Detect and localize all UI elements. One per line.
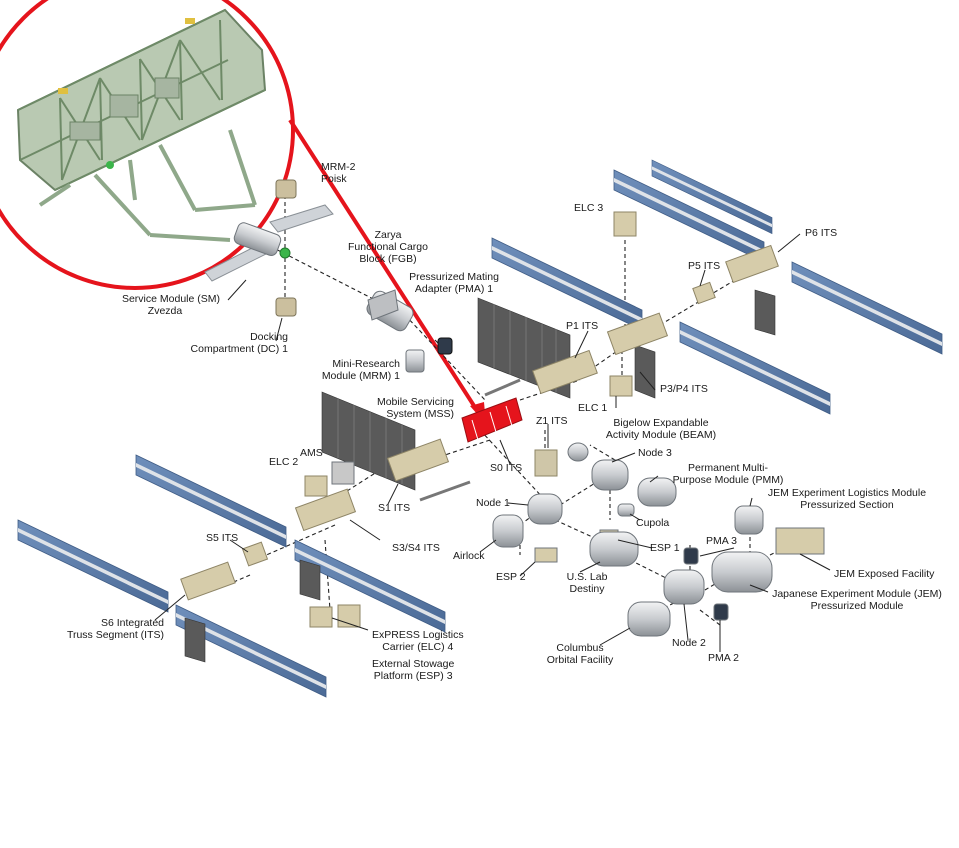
label-s3s4: S3/S4 ITS — [392, 542, 440, 554]
pma3-body — [683, 547, 699, 565]
zoom-pointer-line — [288, 118, 480, 414]
s3s4-truss — [294, 488, 357, 532]
dc1-body — [275, 297, 297, 317]
label-pmm: Permanent Multi-Purpose Module (PMM) — [672, 462, 784, 486]
s1-truss — [386, 438, 450, 482]
zoom-circle — [0, 0, 295, 290]
label-s0: S0 ITS — [490, 462, 523, 474]
p3p4-truss — [606, 312, 669, 356]
label-jem-pm: Japanese Experiment Module (JEM)Pressuri… — [772, 588, 942, 612]
s0-truss-highlight — [461, 397, 523, 443]
lab-body — [589, 531, 639, 567]
label-airlock: Airlock — [453, 550, 485, 562]
label-elc1: ELC 1 — [578, 402, 608, 414]
node2-body — [663, 569, 705, 605]
cupola-body — [617, 503, 635, 517]
elc2-body — [304, 475, 328, 497]
p1-truss — [532, 349, 598, 395]
label-node2: Node 2 — [672, 637, 706, 649]
service-module-body — [233, 222, 282, 257]
s6-radiator — [184, 617, 206, 663]
p6-truss — [725, 244, 779, 284]
node3-body — [591, 459, 629, 491]
label-s5: S5 ITS — [206, 532, 239, 544]
esp2-body — [534, 547, 558, 563]
truss-segments — [180, 211, 779, 628]
pma2-body — [713, 603, 729, 621]
beam-body — [567, 442, 589, 462]
label-pma2: PMA 2 — [708, 652, 739, 664]
label-node1: Node 1 — [476, 497, 510, 509]
leader-lines — [154, 233, 831, 652]
label-elc2: ELC 2 — [269, 456, 299, 468]
label-esp1: ESP 1 — [650, 542, 680, 554]
airlock-body — [492, 514, 524, 548]
p5-truss — [692, 281, 716, 305]
sm-solar-array-right — [269, 204, 334, 233]
elc4-body — [309, 606, 333, 628]
z1-truss — [534, 449, 558, 477]
label-service-module: Service Module (SM)Zvezda — [121, 293, 220, 317]
s6-truss — [180, 561, 236, 601]
elc1-body — [609, 375, 633, 397]
label-p5: P5 ITS — [688, 260, 721, 272]
jem-ef-body — [775, 527, 825, 555]
label-s1: S1 ITS — [378, 502, 411, 514]
label-jem-ef: JEM Exposed Facility — [834, 568, 935, 580]
p6-radiator — [754, 289, 776, 336]
elc3-body — [613, 211, 637, 237]
label-node3: Node 3 — [638, 447, 672, 459]
label-cupola: Cupola — [636, 517, 670, 529]
label-p1: P1 ITS — [566, 320, 599, 332]
label-esp2: ESP 2 — [496, 571, 526, 583]
mrm2-body — [275, 179, 297, 199]
russian-segment — [204, 179, 453, 373]
jem-elm-body — [734, 505, 764, 535]
mss-arm — [419, 378, 521, 502]
label-z1: Z1 ITS — [536, 415, 568, 427]
mrm1-body — [405, 349, 425, 373]
label-pma3: PMA 3 — [706, 535, 737, 547]
pmm-body — [637, 477, 677, 507]
pma1-body — [437, 337, 453, 355]
columbus-body — [627, 601, 671, 637]
label-ams: AMS — [300, 447, 323, 459]
p4-radiator — [634, 344, 656, 399]
label-p6: P6 ITS — [805, 227, 838, 239]
zoom-callout — [0, 0, 486, 424]
label-p3p4: P3/P4 ITS — [660, 383, 708, 395]
jem-pm-body — [711, 551, 773, 593]
s4-radiator — [299, 559, 321, 601]
label-elc3: ELC 3 — [574, 202, 604, 214]
node1-body — [527, 493, 563, 525]
s5-truss — [241, 541, 269, 567]
ams-body — [331, 461, 355, 485]
